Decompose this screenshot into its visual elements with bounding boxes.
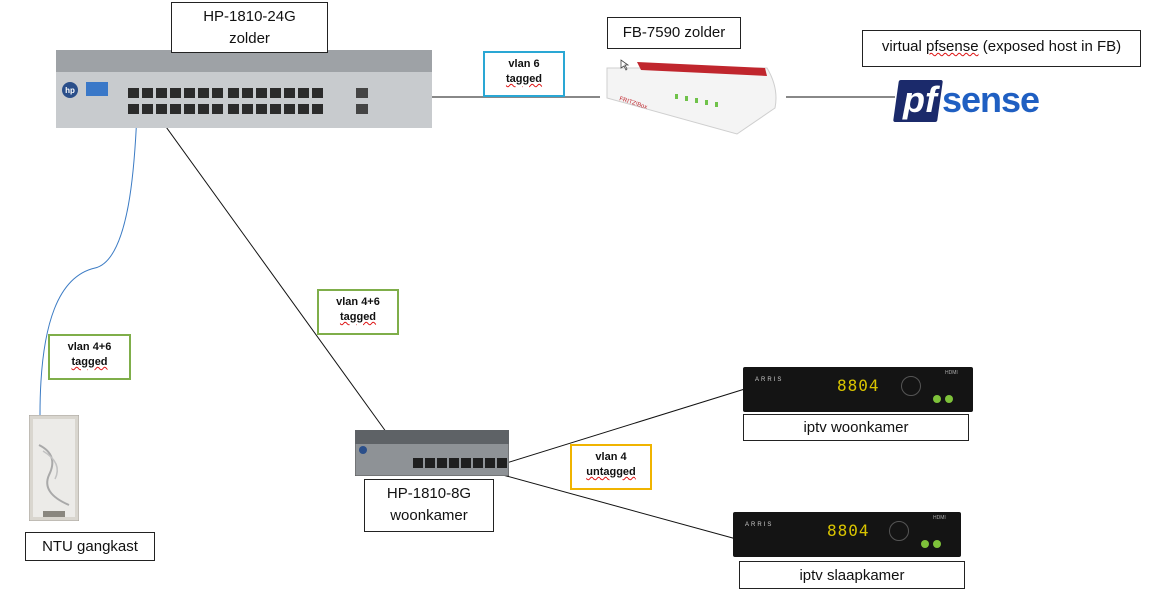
stb-bedroom-label: iptv slaapkamer [739, 561, 965, 589]
link-core-room-switch [155, 112, 411, 466]
hp-logo-icon [62, 82, 78, 98]
sfp-ports [356, 88, 368, 114]
link-label-core-room-vlan: vlan 4+6 [336, 296, 380, 308]
router-image: FRITZ!Box [606, 59, 777, 135]
stb-bedroom-led-icon [921, 540, 929, 548]
stb-living-display: 8804 [837, 376, 880, 395]
ntu-image [28, 414, 80, 522]
stb-bedroom-dial-icon [889, 521, 909, 541]
room-switch-location: woonkamer [390, 507, 468, 524]
link-label-room-stb-mode: untagged [586, 466, 636, 478]
link-label-core-ntu-vlan: vlan 4+6 [67, 341, 112, 353]
room-switch-label: HP-1810-8G woonkamer [364, 479, 494, 532]
firewall-label-emph: pfsense [926, 38, 979, 55]
core-switch-image: hp [55, 49, 433, 129]
link-label-core-router-vlan: vlan 6 [508, 58, 540, 70]
link-room-stb-living [499, 387, 749, 466]
link-label-core-ntu-mode: tagged [71, 356, 108, 368]
core-switch-ports [128, 88, 323, 114]
link-label-core-ntu: vlan 4+6 tagged [48, 334, 131, 380]
ntu-label: NTU gangkast [25, 532, 155, 561]
svg-text:hp: hp [65, 86, 75, 95]
firewall-label: virtual pfsense (exposed host in FB) [862, 30, 1141, 67]
link-label-core-room-mode: tagged [339, 311, 377, 323]
router-name: FB-7590 zolder [622, 24, 726, 41]
stb-living-dial-icon [901, 376, 921, 396]
ntu-device[interactable] [28, 414, 80, 522]
firewall-label-post: (exposed host in FB) [978, 38, 1122, 55]
core-switch[interactable]: hp [55, 49, 433, 129]
stb-bedroom-led2-icon [933, 540, 941, 548]
pointer-hand-icon [620, 59, 630, 71]
core-switch-model: HP-1810-24G [203, 8, 296, 25]
core-switch-location: zolder [229, 30, 270, 47]
link-core-ntu [39, 111, 138, 416]
stb-living-led-icon [933, 395, 941, 403]
link-label-core-room: vlan 4+6 tagged [317, 289, 399, 335]
room-switch-image [354, 429, 510, 477]
router-label: FB-7590 zolder [607, 17, 741, 49]
stb-bedroom-hdmi: HDMI [933, 515, 946, 521]
stb-living-brand: ARRIS [755, 377, 784, 383]
link-label-room-stb: vlan 4 untagged [570, 444, 652, 490]
link-label-core-router: vlan 6 tagged [483, 51, 565, 97]
stb-living-hdmi: HDMI [945, 370, 958, 376]
pfsense-logo[interactable]: pf sense [893, 79, 1056, 124]
stb-living-label: iptv woonkamer [743, 414, 969, 441]
stb-bedroom[interactable]: ARRIS 8804 HDMI [733, 512, 961, 557]
core-switch-label: HP-1810-24G zolder [171, 2, 328, 53]
room-switch-hp-icon [359, 446, 367, 454]
pfsense-logo-sense: sense [942, 79, 1040, 120]
router[interactable]: FRITZ!Box [597, 48, 787, 140]
link-label-room-stb-vlan: vlan 4 [595, 451, 627, 463]
stb-living[interactable]: ARRIS 8804 HDMI [743, 367, 973, 412]
pfsense-logo-pf: pf [903, 79, 937, 120]
link-label-core-router-mode: tagged [505, 73, 543, 85]
stb-bedroom-name: iptv slaapkamer [799, 567, 905, 584]
link-room-stb-bedroom [469, 465, 741, 541]
stb-bedroom-brand: ARRIS [745, 522, 774, 528]
stb-bedroom-display: 8804 [827, 521, 870, 540]
stb-living-name: iptv woonkamer [803, 419, 909, 436]
room-switch[interactable] [354, 429, 510, 477]
firewall-label-pre: virtual [881, 38, 927, 55]
stb-living-led2-icon [945, 395, 953, 403]
room-switch-model: HP-1810-8G [386, 485, 472, 502]
ntu-name: NTU gangkast [42, 538, 138, 555]
